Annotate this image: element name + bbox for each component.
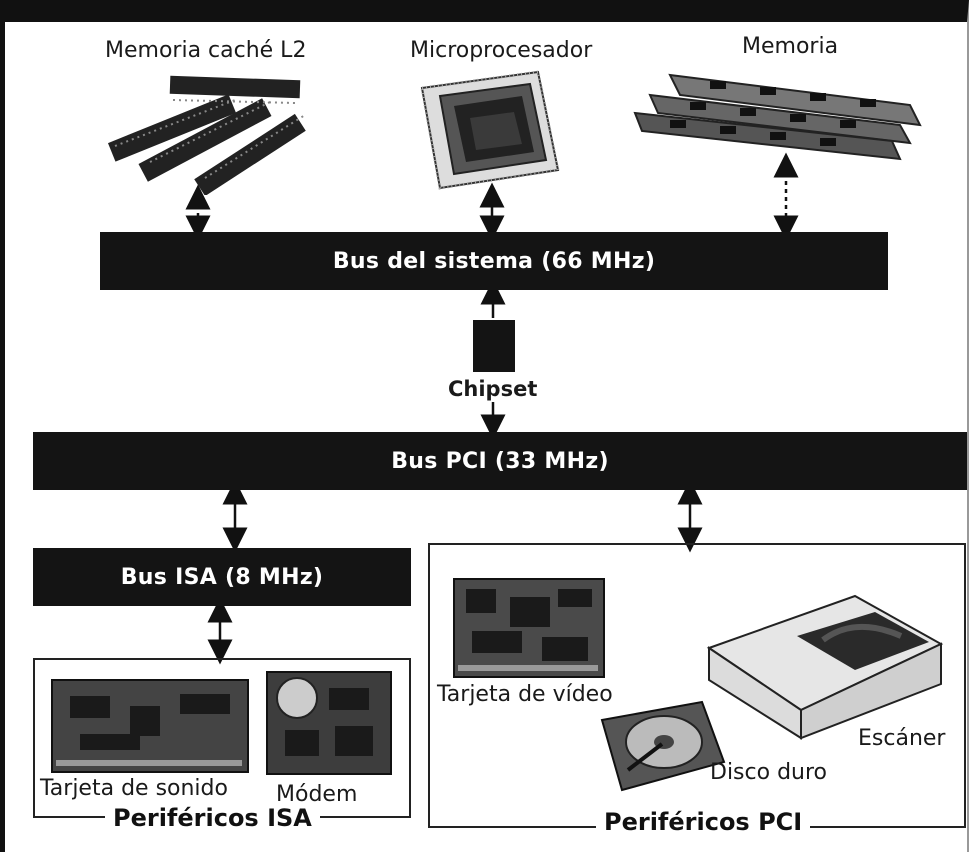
isa-peripherals-caption: Periféricos ISA — [105, 804, 320, 832]
hard-disk-label: Disco duro — [710, 760, 827, 785]
sound-card-label: Tarjeta de sonido — [40, 776, 228, 801]
memory-modules-image — [630, 55, 930, 165]
modem-image — [265, 668, 395, 778]
pci-peripherals-caption: Periféricos PCI — [596, 808, 810, 836]
sound-card-image — [50, 676, 255, 776]
chipset-label: Chipset — [448, 377, 537, 401]
cpu-label: Microprocesador — [410, 38, 592, 63]
chipset-block — [473, 320, 515, 372]
cache-label: Memoria caché L2 — [105, 38, 306, 63]
isa-bus: Bus ISA (8 MHz) — [33, 548, 411, 606]
video-card-image — [452, 575, 607, 680]
cache-chips-image — [95, 70, 320, 195]
pci-bus: Bus PCI (33 MHz) — [33, 432, 967, 490]
video-card-label: Tarjeta de vídeo — [437, 682, 613, 707]
microprocessor-image — [418, 70, 563, 190]
scanner-label: Escáner — [858, 726, 945, 751]
scanner-image — [705, 592, 945, 742]
system-bus: Bus del sistema (66 MHz) — [100, 232, 888, 290]
